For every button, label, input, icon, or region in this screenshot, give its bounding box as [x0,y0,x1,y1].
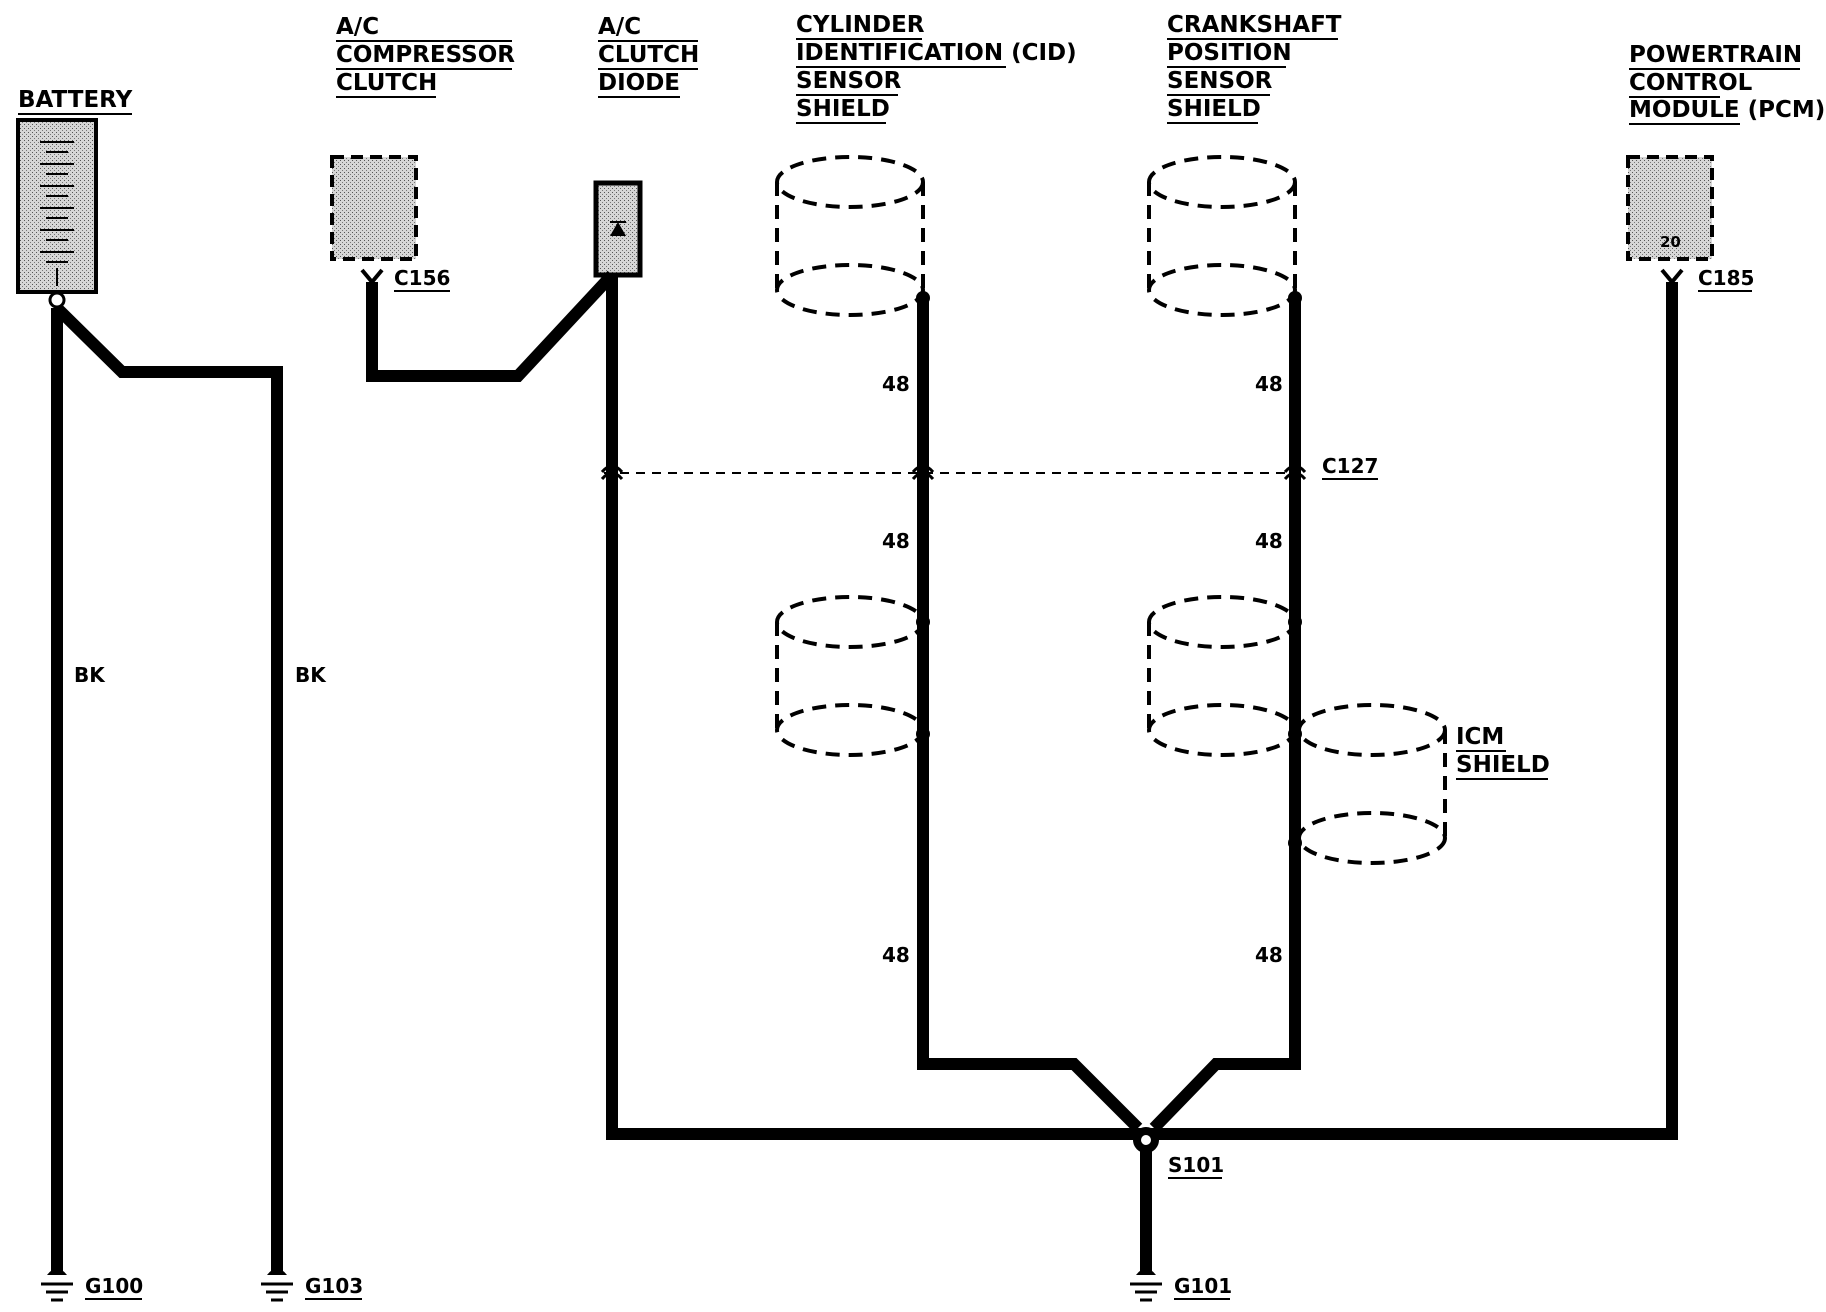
ckp-line-1: CRANKSHAFT [1167,12,1342,38]
diode-icon [610,222,626,236]
g100-text: G100 [85,1274,143,1298]
c156-label: C156 [394,266,450,292]
ground-g103-icon [261,1268,293,1302]
pcm-line-3: MODULE (PCM) [1629,97,1825,123]
ac-clutch-diode-label: A/C CLUTCH DIODE [598,14,699,98]
g100-label: G100 [85,1274,143,1300]
battery-symbol [16,118,98,309]
ckp-shield-lower [1147,595,1297,757]
wire-label-cid-upper: 48 [882,372,910,396]
c156-text: C156 [394,266,450,290]
ac-compressor-clutch-line-3: CLUTCH [336,70,437,96]
wire-label-cid-lower: 48 [882,943,910,967]
g103-text: G103 [305,1274,363,1298]
ac-clutch-diode-box [593,180,643,278]
wire-label-bk-2: BK [295,663,327,687]
ac-compressor-clutch-line-2: COMPRESSOR [336,42,515,68]
g101-label: G101 [1174,1274,1232,1300]
pcm-pin-number: 20 [1660,233,1681,251]
pcm-label: POWERTRAIN CONTROL MODULE (PCM) [1629,42,1825,125]
pcm-line-2: CONTROL [1629,70,1753,96]
icm-line-1: ICM [1456,724,1504,750]
c185-text: C185 [1698,266,1754,290]
s101-label: S101 [1168,1153,1224,1179]
ac-clutch-diode-line-3: DIODE [598,70,680,96]
ac-clutch-diode-line-1: A/C [598,14,641,40]
cid-line-3: SENSOR [796,68,902,94]
ckp-shield-upper [1147,155,1297,317]
ac-compressor-clutch-box [330,155,418,286]
cid-line-4: SHIELD [796,96,890,122]
wire-label-cid-middle: 48 [882,529,910,553]
wire-label-bk-1: BK [74,663,106,687]
cid-shield-lower [775,595,925,757]
ac-compressor-clutch-label: A/C COMPRESSOR CLUTCH [336,14,515,98]
cid-shield-upper [775,155,925,317]
c127-pins [600,464,1307,481]
icm-shield [1295,703,1447,865]
g101-text: G101 [1174,1274,1232,1298]
pcm-box: 20 [1626,155,1714,286]
ac-clutch-diode-line-2: CLUTCH [598,42,699,68]
shield-dots [916,291,1302,850]
ckp-line-2: POSITION [1167,40,1292,66]
icm-line-2: SHIELD [1456,752,1550,778]
ground-g101-icon [1130,1268,1162,1302]
wire-label-ckp-upper: 48 [1255,372,1283,396]
battery-terminal [48,291,66,309]
wire-label-ckp-lower: 48 [1255,943,1283,967]
cid-line-1: CYLINDER [796,12,925,38]
c127-label: C127 [1322,454,1378,480]
battery-label-text: BATTERY [18,87,133,113]
ckp-sensor-shield-label: CRANKSHAFT POSITION SENSOR SHIELD [1167,12,1342,124]
icm-shield-label: ICM SHIELD [1456,724,1550,780]
ground-g100-icon [41,1268,73,1302]
cid-line-2: IDENTIFICATION (CID) [796,40,1077,66]
ckp-line-3: SENSOR [1167,68,1273,94]
c185-label: C185 [1698,266,1754,292]
ac-compressor-clutch-line-1: A/C [336,14,379,40]
pcm-line-1: POWERTRAIN [1629,42,1802,68]
battery-label: BATTERY [18,87,133,115]
cid-sensor-shield-label: CYLINDER IDENTIFICATION (CID) SENSOR SHI… [796,12,1077,124]
ckp-line-4: SHIELD [1167,96,1261,122]
s101-text: S101 [1168,1153,1224,1177]
g103-label: G103 [305,1274,363,1300]
c127-text: C127 [1322,454,1378,478]
wires [51,270,1678,1272]
wire-label-ckp-middle: 48 [1255,529,1283,553]
